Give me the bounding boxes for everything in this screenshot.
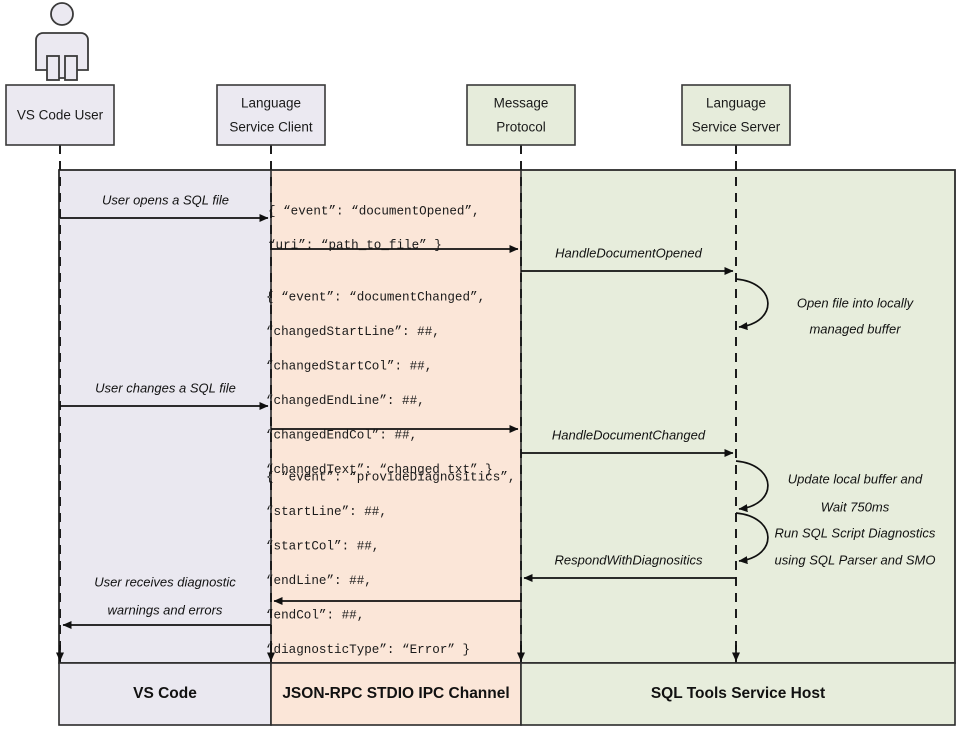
band-service [521, 170, 955, 663]
lane-bands [58, 169, 956, 664]
json-line-doc-changed-4: “changedEndCol”: ##, [266, 428, 417, 442]
participant-label-proto-line2: Protocol [496, 120, 546, 135]
message-label-m3: HandleDocumentOpened [555, 245, 702, 260]
json-line-provide-diagnostics-3: “endLine”: ##, [266, 574, 372, 588]
json-line-provide-diagnostics-1: “startLine”: ##, [266, 505, 387, 519]
actor-stick-figure [35, 2, 89, 81]
note-open-file-note-line1: Open file into locally [797, 295, 915, 310]
footer-cell-rect-sqltools [520, 662, 956, 726]
json-line-doc-changed-3: “changedEndLine”: ##, [266, 394, 425, 408]
left-note-line1: User receives diagnostic [94, 574, 236, 589]
participant-label-proto-line1: Message [494, 96, 549, 111]
footer-lanes: VS Code JSON-RPC STDIO IPC Channel SQL Too… [56, 645, 956, 726]
json-line-provide-diagnostics-0: { “event”: “provideDiagnositics”, [266, 470, 515, 484]
self-loop-run-diagnostics-note [735, 512, 769, 565]
left-user-note: User receives diagnostic warnings and err… [94, 574, 236, 617]
participant-box-rect-server [681, 84, 791, 146]
message-label-m4: HandleDocumentChanged [552, 427, 706, 442]
json-line-doc-opened-1: “uri”: “path_to_file” } [268, 238, 442, 252]
footer-cell-vscode[interactable]: VS Code [58, 662, 272, 726]
note-update-buffer-note-line1: Update local buffer and [788, 471, 923, 486]
footer-label-vscode: VS Code [133, 685, 197, 702]
json-line-doc-changed-1: “changedStartLine”: ##, [266, 325, 440, 339]
message-label-m2: User changes a SQL file [95, 380, 236, 395]
participant-box-rect-proto [466, 84, 576, 146]
json-line-provide-diagnostics-4: “endCol”: ##, [266, 608, 364, 622]
note-run-diagnostics-note-line1: Run SQL Script Diagnostics [775, 525, 936, 540]
band-ipc [271, 170, 521, 663]
participant-label-client-line1: Language [241, 96, 301, 111]
footer-cell-jsonrpc[interactable]: JSON-RPC STDIO IPC Channel [270, 662, 522, 726]
note-update-buffer-note-line2: Wait 750ms [821, 499, 890, 514]
note-run-diagnostics-note-line2: using SQL Parser and SMO [775, 552, 936, 567]
self-loop-update-buffer-note [735, 460, 769, 513]
participant-label-client-line2: Service Client [229, 120, 313, 135]
footer-cell-sqltools[interactable]: SQL Tools Service Host [520, 662, 956, 726]
json-line-provide-diagnostics-2: “startCol”: ##, [266, 539, 379, 553]
participant-box-rect-client [216, 84, 326, 146]
participant-box-user[interactable]: VS Code User [5, 84, 115, 146]
self-call-notes: Open file into locally managed bufferUpda… [735, 278, 936, 567]
participant-label-user: VS Code User [17, 108, 104, 123]
footer-cell-rect-vscode [58, 662, 272, 726]
footer-label-sqltools: SQL Tools Service Host [651, 685, 825, 702]
message-label-m5: RespondWithDiagnositics [554, 552, 703, 567]
lifelines [59, 145, 737, 663]
message-label-m1: User opens a SQL file [102, 192, 229, 207]
self-loop-open-file-note [735, 278, 769, 331]
json-line-provide-diagnostics-5: “diagnosticType”: “Error” } [266, 643, 470, 657]
participant-label-server-line1: Language [706, 96, 766, 111]
json-line-doc-changed-5: “changedText”: “changed txt” } [266, 463, 493, 477]
footer-cell-rect-jsonrpc [270, 662, 522, 726]
participant-box-rect-user [5, 84, 115, 146]
json-payload-blocks: { “event”: “documentOpened”, “uri”: “pat… [266, 204, 515, 657]
message-arrows [60, 214, 736, 629]
participant-label-server-line2: Service Server [692, 120, 781, 135]
footer-label-jsonrpc: JSON-RPC STDIO IPC Channel [282, 685, 509, 702]
note-open-file-note-line2: managed buffer [809, 321, 901, 336]
band-vscode [59, 170, 271, 663]
json-line-doc-changed-0: { “event”: “documentChanged”, [266, 290, 485, 304]
left-note-line2: warnings and errors [108, 602, 223, 617]
json-line-doc-opened-0: { “event”: “documentOpened”, [268, 204, 480, 218]
json-line-doc-changed-2: “changedStartCol”: ##, [266, 359, 432, 373]
